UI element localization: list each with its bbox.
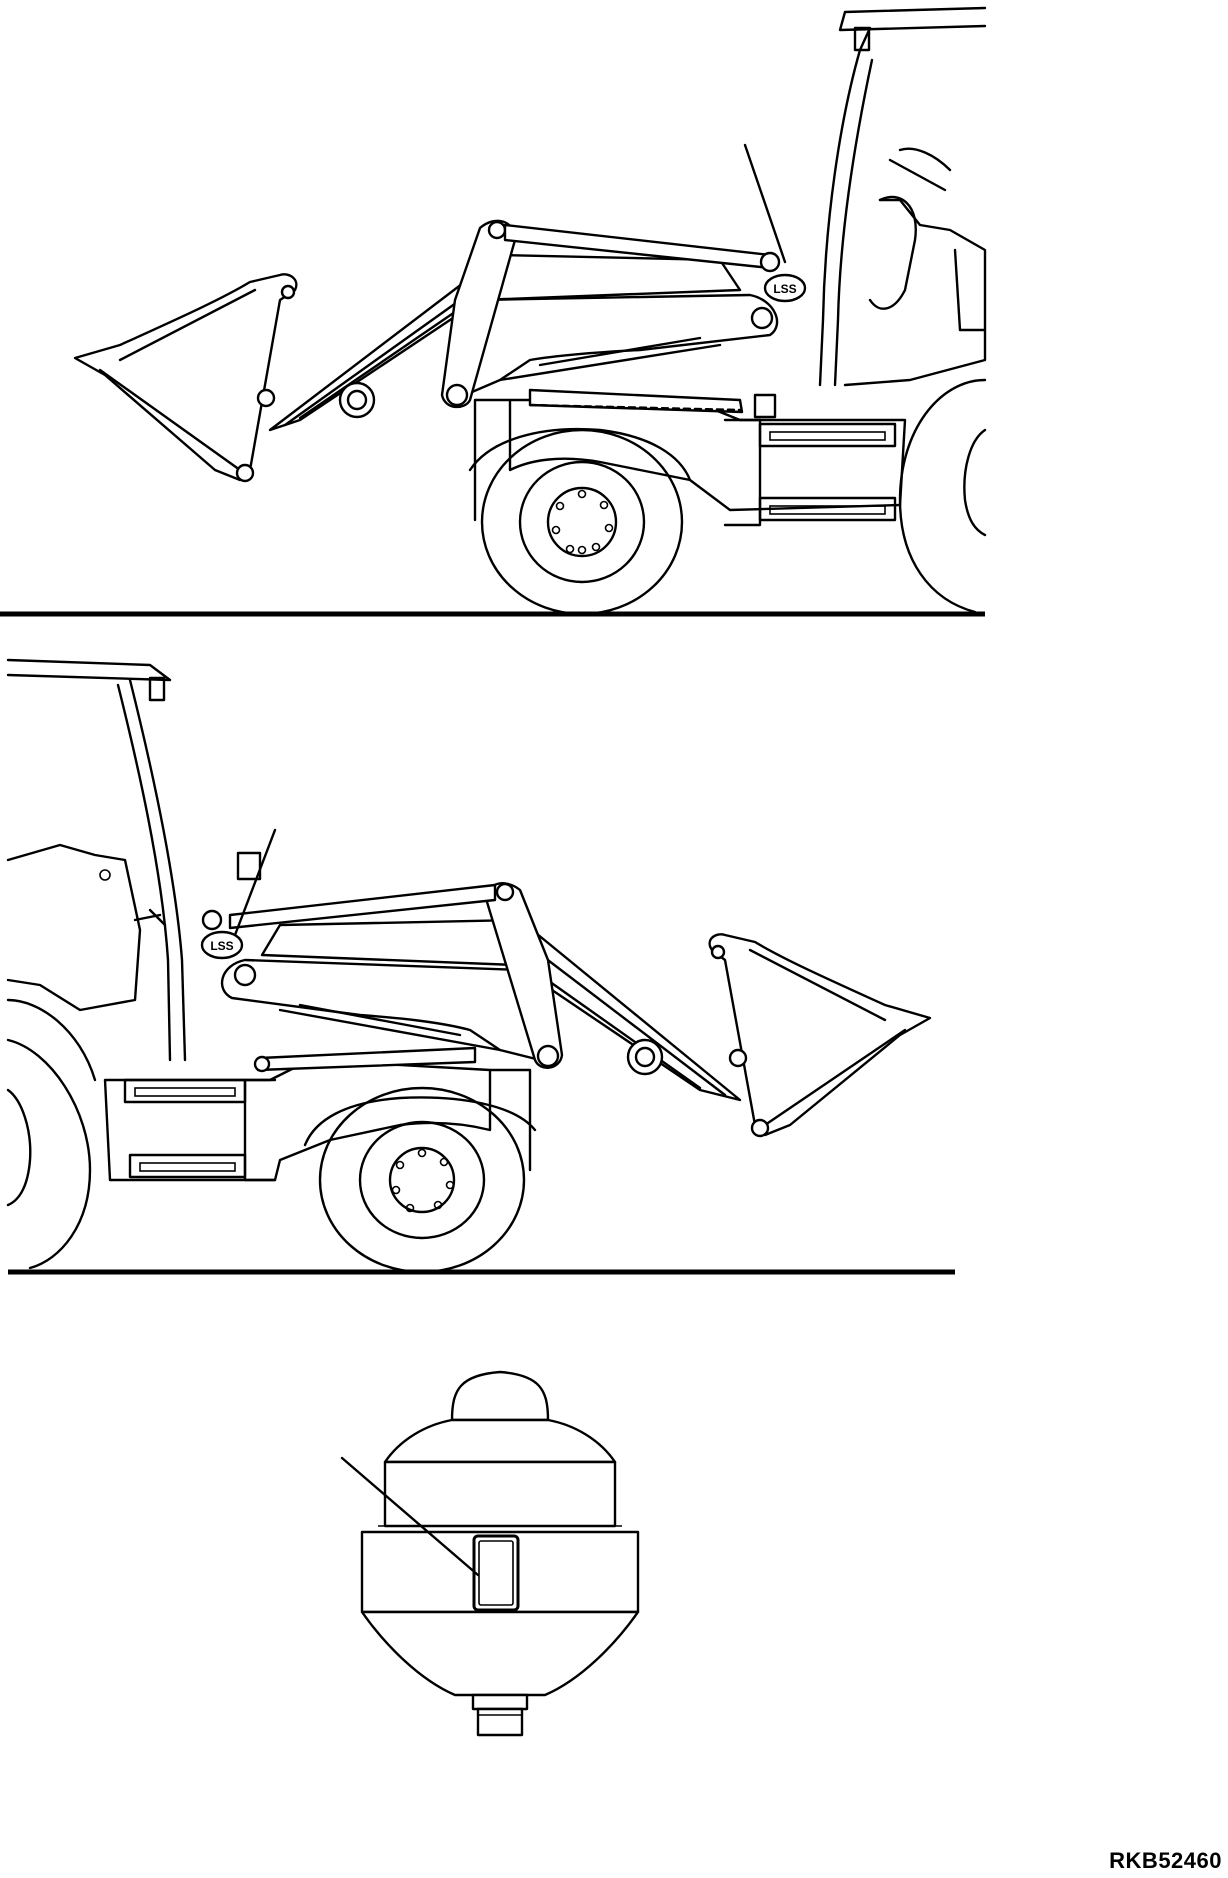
middle-tilt-cylinder bbox=[228, 883, 497, 930]
middle-step-bracket bbox=[243, 1078, 277, 1182]
top-cab-body bbox=[843, 198, 987, 387]
middle-cab-body bbox=[6, 843, 142, 1012]
accumulator-top-neck bbox=[450, 1370, 550, 1422]
accumulator-upper-shell bbox=[383, 1418, 617, 1464]
middle-front-wheel bbox=[318, 1086, 526, 1274]
top-step-upper bbox=[758, 422, 897, 448]
middle-rear-hub bbox=[6, 1088, 32, 1207]
top-rops-roof bbox=[838, 6, 987, 32]
middle-rops-roof bbox=[6, 658, 172, 682]
middle-rops-post-2 bbox=[116, 683, 172, 1062]
accumulator-port bbox=[476, 1707, 524, 1737]
drawing-code: RKB52460 bbox=[1109, 1848, 1222, 1873]
top-front-hub-outer bbox=[518, 460, 646, 584]
top-rops-front-post bbox=[818, 26, 872, 387]
top-loader-drawing: LSS bbox=[0, 6, 987, 617]
middle-lss-callout bbox=[200, 930, 244, 960]
top-rear-hub bbox=[963, 428, 987, 537]
middle-loader-drawing: LSS bbox=[6, 658, 955, 1275]
middle-leader-line bbox=[233, 828, 277, 937]
top-seat bbox=[868, 195, 917, 310]
accumulator-drawing bbox=[340, 1370, 640, 1737]
accumulator-label-plate bbox=[472, 1534, 520, 1612]
top-front-wheel bbox=[480, 428, 684, 616]
accumulator-port-collar bbox=[471, 1693, 529, 1711]
top-rear-panel bbox=[953, 248, 987, 332]
middle-rops-post bbox=[128, 678, 187, 1062]
middle-frame bbox=[103, 1058, 532, 1182]
middle-fender bbox=[303, 1096, 537, 1147]
middle-front-hub-outer bbox=[358, 1120, 486, 1240]
middle-step-upper bbox=[123, 1078, 247, 1104]
top-rear-wheel bbox=[898, 378, 987, 614]
top-lug-nuts bbox=[551, 489, 614, 555]
top-leader-line bbox=[743, 143, 787, 264]
accumulator-upper-body bbox=[383, 1460, 617, 1528]
top-lss-callout bbox=[763, 273, 807, 303]
accumulator-leader-line bbox=[340, 1456, 480, 1577]
middle-rear-body bbox=[6, 998, 97, 1082]
top-rops-front-post-2 bbox=[833, 58, 874, 387]
top-steering bbox=[888, 147, 952, 192]
middle-loader-boom bbox=[220, 958, 546, 1062]
top-fender bbox=[468, 427, 692, 482]
top-lift-cylinder bbox=[528, 388, 744, 414]
top-frame bbox=[473, 398, 907, 522]
middle-rear-wheel bbox=[6, 1038, 92, 1270]
accumulator-lower-shell bbox=[360, 1610, 640, 1697]
middle-front-hub-inner bbox=[388, 1146, 456, 1214]
top-front-hub-inner bbox=[546, 486, 618, 558]
top-lss-label: LSS bbox=[773, 282, 796, 296]
top-loader-boom bbox=[453, 293, 779, 400]
middle-step-lower bbox=[128, 1153, 247, 1179]
top-step-bracket bbox=[723, 418, 762, 527]
middle-lss-label: LSS bbox=[210, 939, 233, 953]
middle-lug-nuts bbox=[391, 1148, 455, 1213]
